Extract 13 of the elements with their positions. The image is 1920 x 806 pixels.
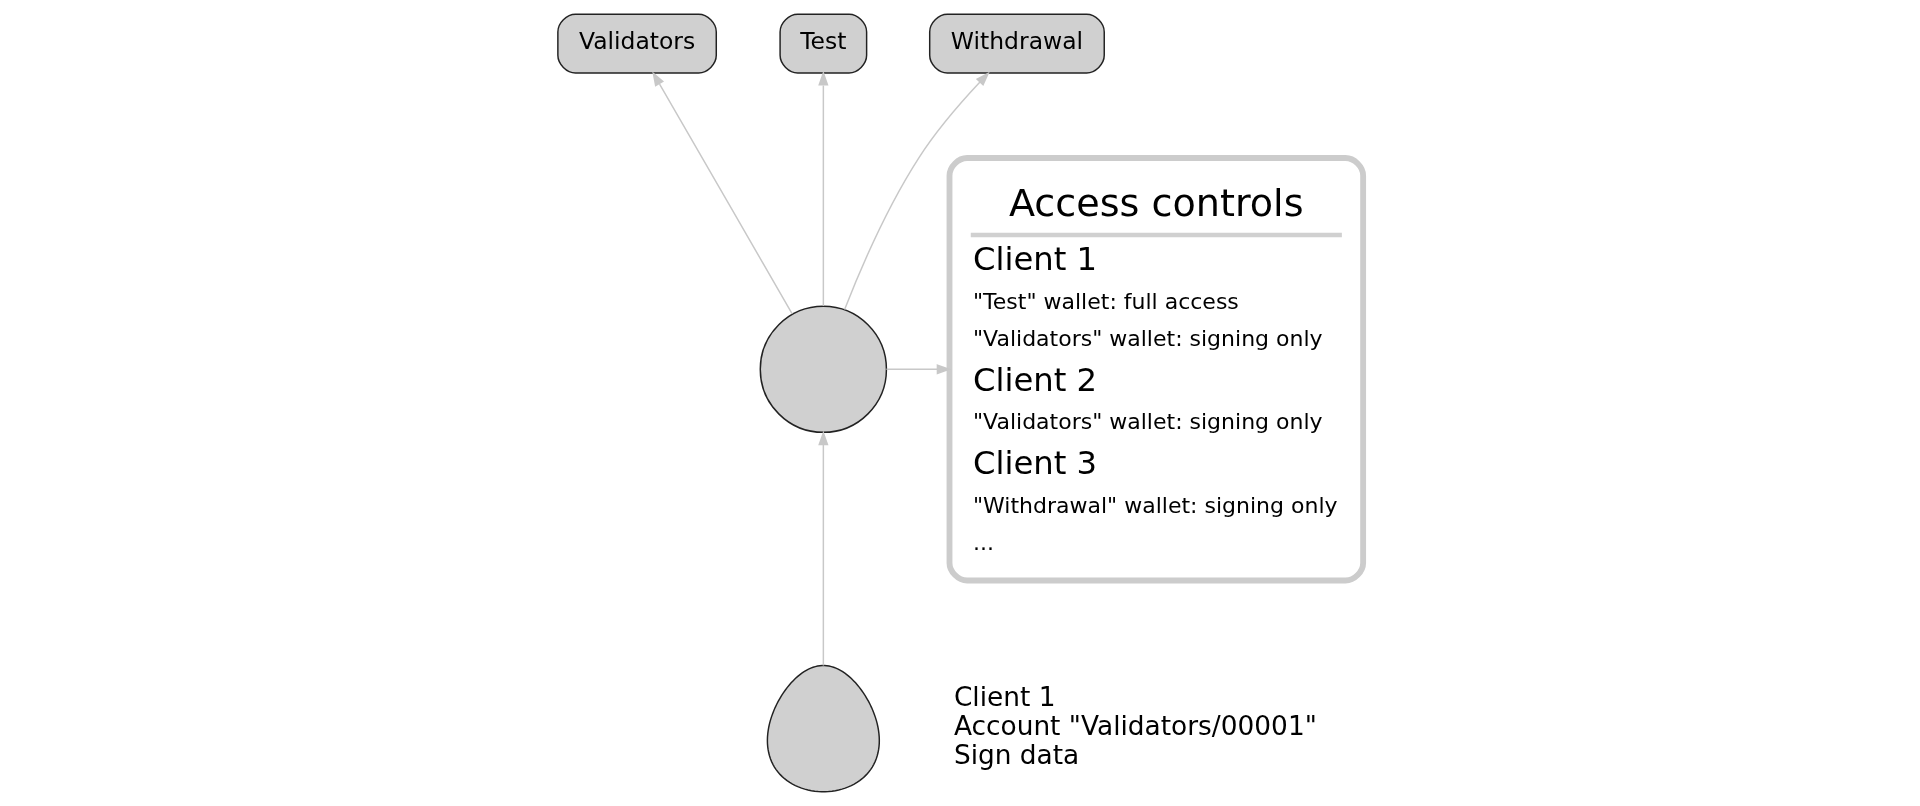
node-box: Validators xyxy=(556,13,717,74)
arrow xyxy=(843,71,990,311)
arrow xyxy=(651,71,793,315)
node-box: Access controls Client 1 "Test" wallet: full access "Validators" wallet: signing only Client 2 "Validators" wallet: signing only Client 3 "Withdrawal" wallet: signing only ... xyxy=(946,155,1366,584)
node-person xyxy=(766,664,880,793)
node-circle xyxy=(759,305,887,434)
node-box: Test xyxy=(778,13,867,74)
arrow xyxy=(817,430,828,667)
node-label: Account "Validators/00001" xyxy=(953,710,1317,742)
arrow xyxy=(817,70,828,307)
node-box: Withdrawal xyxy=(928,13,1105,74)
node-label: Client 1 xyxy=(953,680,1055,712)
node-label: Sign data xyxy=(953,739,1079,771)
